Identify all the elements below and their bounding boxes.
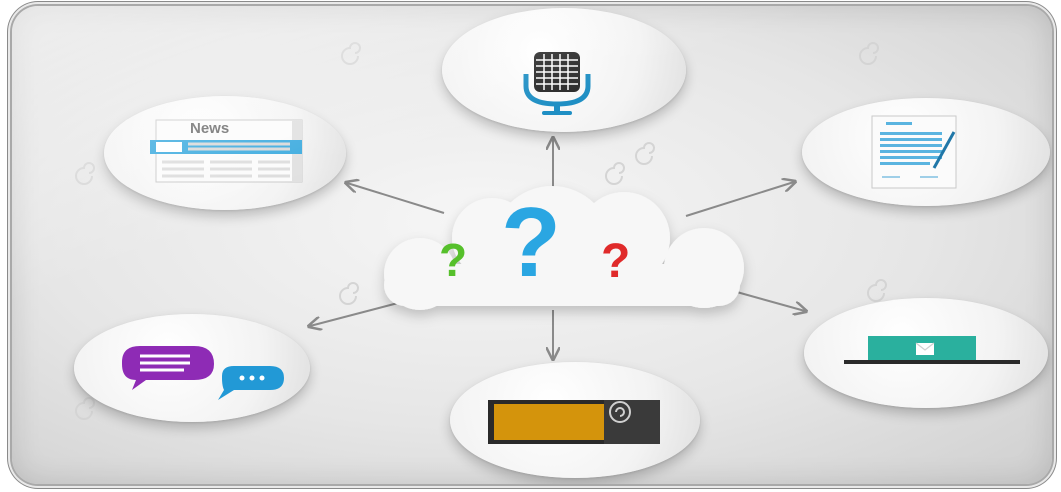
news-node: News	[104, 96, 346, 210]
arrow-to-news	[347, 183, 445, 214]
connector-layer	[75, 42, 887, 420]
tv-node	[450, 362, 700, 478]
microphone-node	[442, 8, 686, 132]
arrow-to-document	[685, 182, 794, 217]
chat-node	[74, 314, 310, 422]
tv-screen-icon	[488, 400, 660, 444]
question-cloud	[384, 186, 744, 310]
document-node	[802, 98, 1050, 206]
connector-arrows	[310, 139, 805, 358]
microphone-icon	[523, 52, 591, 115]
chat-bubbles-icon	[122, 346, 284, 400]
newspaper-icon	[150, 119, 303, 183]
arrow-to-chat	[310, 302, 399, 326]
laptop-email-icon	[844, 336, 1020, 364]
background-swirls	[75, 42, 887, 420]
green-question-mark: ?	[439, 234, 468, 286]
red-question-mark: ?	[601, 235, 631, 288]
news-heading: News	[190, 120, 230, 137]
diagram-frame: ? ? ?	[12, 6, 1052, 484]
document-pen-icon	[871, 115, 957, 189]
laptop-node	[804, 298, 1048, 408]
blue-question-mark: ?	[501, 187, 561, 297]
arrow-to-laptop	[725, 288, 805, 311]
